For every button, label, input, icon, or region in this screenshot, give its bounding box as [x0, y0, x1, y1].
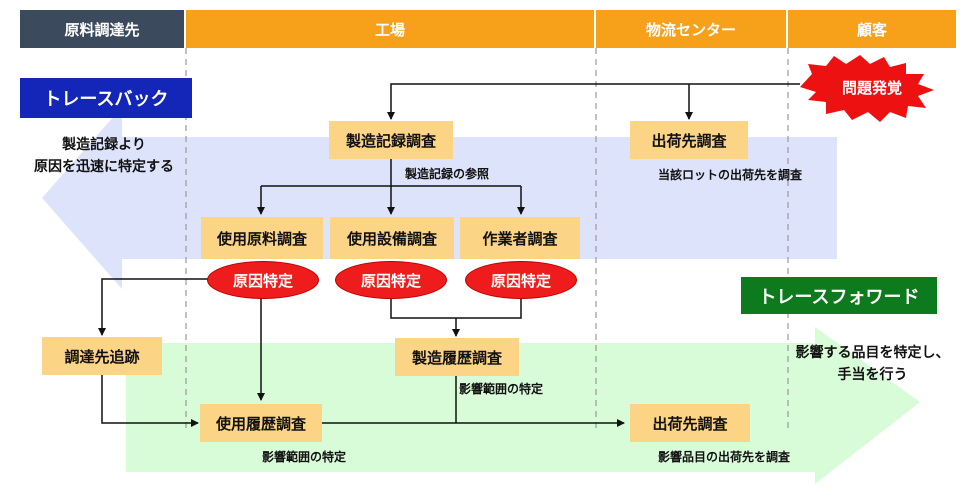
- note-mfg-record-ref: 製造記録の参照: [405, 167, 490, 181]
- equipment-check-box: 使用設備調査: [330, 217, 454, 259]
- ship-check-bottom-box: 出荷先調査: [630, 404, 750, 442]
- mfg-record-check-box: 製造記録調査: [329, 121, 453, 159]
- note-impact-range-1: 影響範囲の特定: [459, 382, 544, 396]
- traceback-desc-line2: 原因を迅速に特定する: [34, 159, 174, 175]
- traceforward-desc: 影響する品目を特定し、 手当を行う: [770, 342, 975, 386]
- connector-cause2-down: [390, 298, 456, 319]
- connector-problem-to-records: [387, 83, 800, 120]
- cause-identified-oval-3: 原因特定: [465, 261, 577, 299]
- connector-cause1-to-supplier: [98, 278, 210, 336]
- supplier-trace-box: 調達先追跡: [42, 337, 162, 375]
- note-impact-range-2: 影響範囲の特定: [262, 450, 347, 464]
- connector-supplier-to-usage: [101, 375, 199, 427]
- cause-identified-oval-1: 原因特定: [207, 261, 319, 299]
- connector-cause3-down: [456, 298, 522, 319]
- header-customer: 顧客: [788, 10, 956, 48]
- problem-starburst-icon: [800, 55, 934, 122]
- traceback-desc-line1: 製造記録より: [62, 137, 146, 153]
- mfg-history-check-box: 製造履歴調査: [395, 338, 519, 376]
- note-impact-items-ship: 影響品目の出荷先を調査: [658, 450, 791, 464]
- worker-check-box: 作業者調査: [460, 217, 580, 259]
- material-check-box: 使用原料調査: [201, 217, 323, 259]
- note-lot-ship-check: 当該ロットの出荷先を調査: [658, 168, 803, 182]
- traceback-title: トレースバック: [20, 78, 192, 118]
- traceback-desc: 製造記録より 原因を迅速に特定する: [4, 134, 204, 178]
- problem-label: 問題発覚: [841, 78, 902, 97]
- cause-identified-oval-2: 原因特定: [335, 261, 447, 299]
- usage-history-check-box: 使用履歴調査: [200, 404, 322, 442]
- ship-check-top-box: 出荷先調査: [630, 121, 748, 159]
- header-logistics: 物流センター: [596, 10, 786, 48]
- header-factory: 工場: [186, 10, 594, 48]
- traceforward-desc-line1: 影響する品目を特定し、: [795, 345, 950, 361]
- traceforward-band-arrow: [126, 327, 920, 484]
- traceforward-title: トレースフォワード: [741, 277, 937, 314]
- header-supplier: 原料調達先: [20, 10, 184, 48]
- traceforward-desc-line2: 手当を行う: [837, 367, 908, 383]
